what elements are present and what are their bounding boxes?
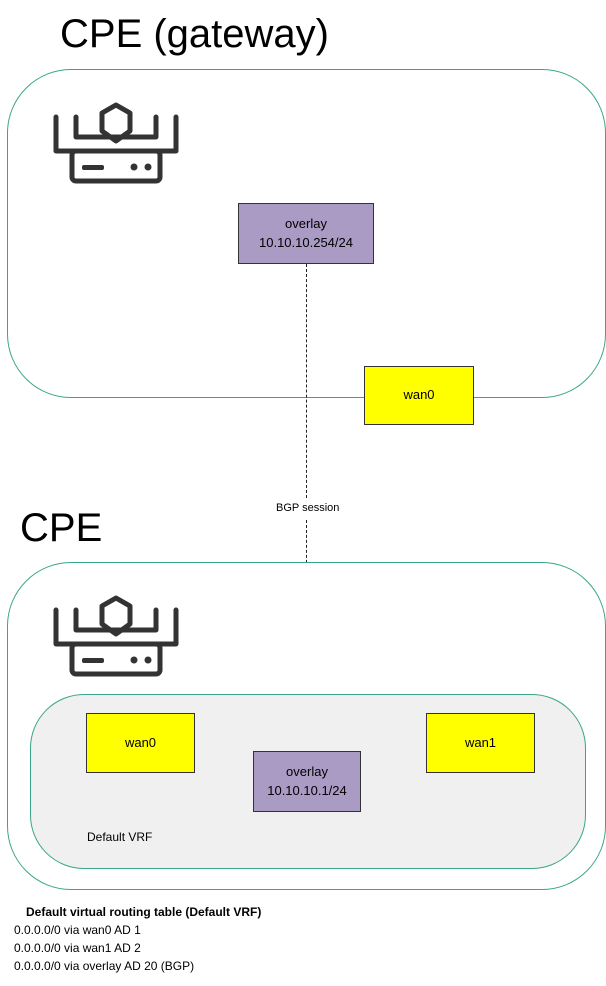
routing-table-title: Default virtual routing table (Default V… (26, 905, 262, 919)
bgp-session-label: BGP session (276, 502, 340, 514)
overlay-ip: 10.10.10.1/24 (267, 782, 347, 798)
route-entry: 0.0.0.0/0 via overlay AD 20 (BGP) (14, 959, 195, 973)
overlay-ip: 10.10.10.254/24 (259, 234, 353, 250)
route-entry: 0.0.0.0/0 via wan1 AD 2 (14, 941, 141, 955)
gateway-wan0-interface: wan0 (364, 366, 474, 425)
default-vrf-label: Default VRF (87, 830, 153, 844)
wan1-label: wan1 (464, 734, 497, 750)
router-icon (52, 594, 180, 678)
gateway-overlay-interface: overlay 10.10.10.254/24 (238, 203, 374, 264)
wan0-label: wan0 (403, 387, 435, 403)
routing-table: Default virtual routing table (Default V… (14, 903, 261, 975)
gateway-title: CPE (gateway) (60, 12, 329, 56)
cpe-wan0-interface: wan0 (86, 713, 195, 773)
bgp-session-link-upper (306, 264, 307, 498)
cpe-title: CPE (20, 506, 103, 550)
cpe-overlay-interface: overlay 10.10.10.1/24 (253, 751, 361, 812)
wan0-label: wan0 (124, 734, 157, 750)
router-icon (52, 101, 180, 185)
overlay-label: overlay (286, 764, 328, 780)
overlay-label: overlay (285, 216, 327, 232)
route-entry: 0.0.0.0/0 via wan0 AD 1 (14, 923, 141, 937)
cpe-wan1-interface: wan1 (426, 713, 535, 773)
